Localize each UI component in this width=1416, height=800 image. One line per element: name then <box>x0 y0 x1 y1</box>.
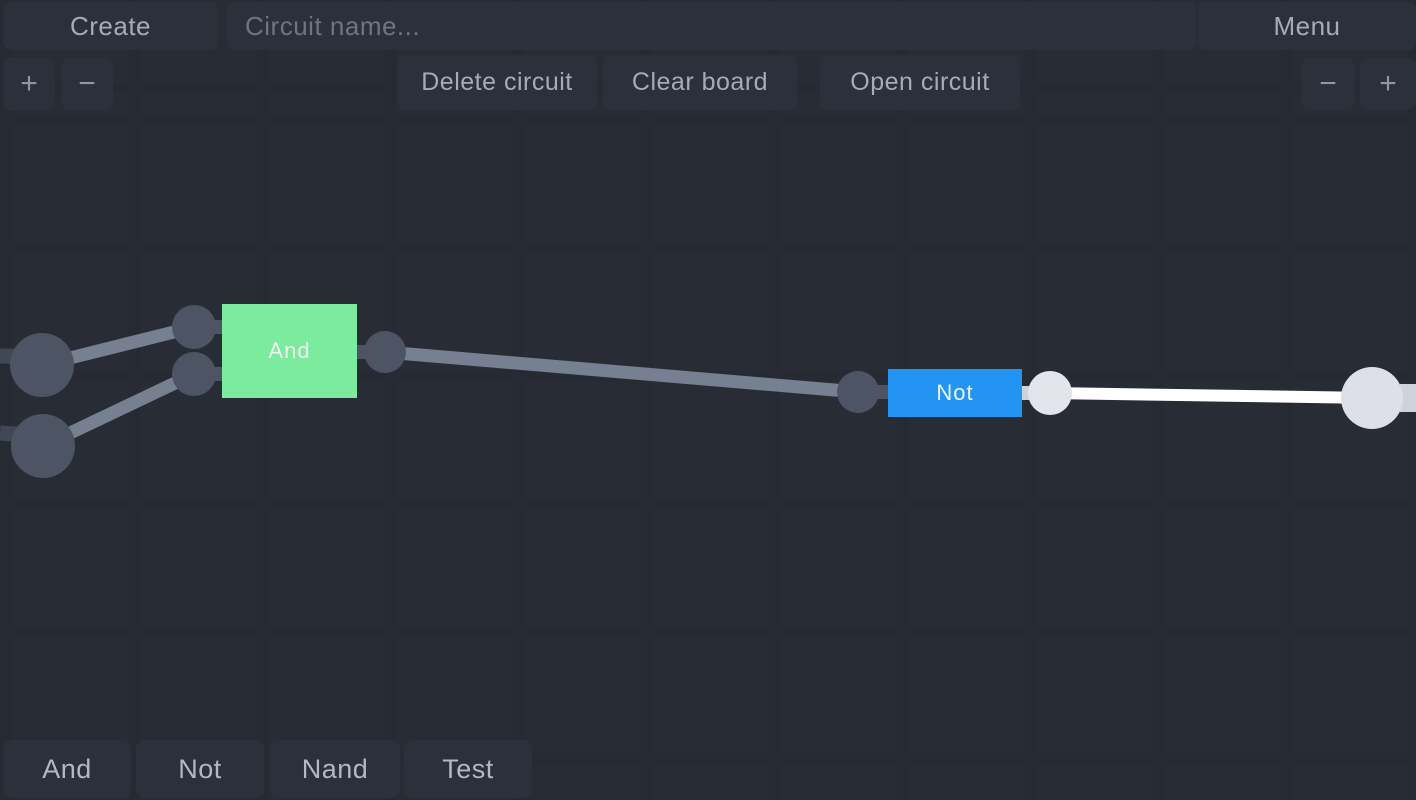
and-output-node[interactable] <box>364 331 406 373</box>
circuit-name-input[interactable] <box>227 2 1196 50</box>
zoom-out-button-left[interactable]: − <box>61 57 113 111</box>
and-input-node-1[interactable] <box>172 305 216 349</box>
gate-and[interactable]: And <box>222 304 357 398</box>
input-switch-1[interactable] <box>10 333 74 397</box>
gate-not[interactable]: Not <box>888 369 1022 417</box>
input-switch-2[interactable] <box>11 414 75 478</box>
zoom-in-button-left[interactable]: + <box>3 57 55 111</box>
open-circuit-button[interactable]: Open circuit <box>820 55 1020 110</box>
not-input-node[interactable] <box>837 371 879 413</box>
palette-item-and[interactable]: And <box>3 740 131 798</box>
gate-label: And <box>268 338 311 363</box>
not-output-node[interactable] <box>1028 371 1072 415</box>
zoom-in-button-right[interactable]: + <box>1360 57 1416 110</box>
clear-board-button[interactable]: Clear board <box>603 55 797 110</box>
gate-label: Not <box>936 380 974 405</box>
and-input-node-2[interactable] <box>172 352 216 396</box>
wire-not-to-output[interactable] <box>1049 387 1373 404</box>
palette-item-test[interactable]: Test <box>404 740 532 798</box>
palette-item-nand[interactable]: Nand <box>270 740 400 798</box>
menu-button[interactable]: Menu <box>1198 2 1416 50</box>
palette-item-not[interactable]: Not <box>136 740 264 798</box>
zoom-out-button-right[interactable]: − <box>1301 57 1355 110</box>
output-probe[interactable] <box>1341 367 1403 429</box>
delete-circuit-button[interactable]: Delete circuit <box>397 55 597 110</box>
wire-and-to-not[interactable] <box>384 345 859 399</box>
create-button[interactable]: Create <box>3 2 218 50</box>
